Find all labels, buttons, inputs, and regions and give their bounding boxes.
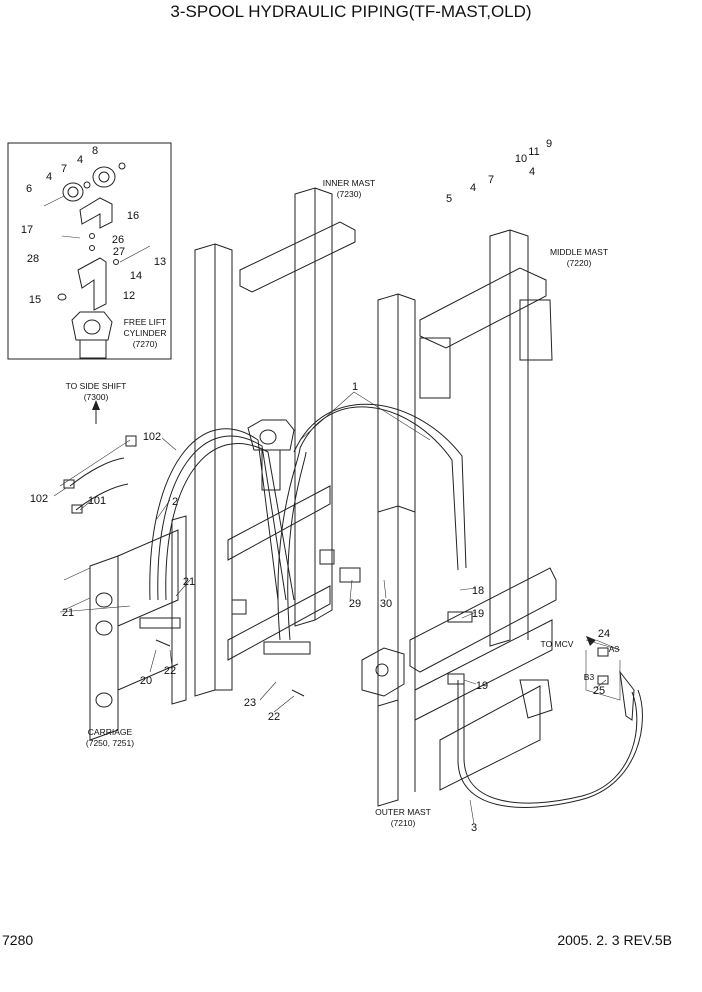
callout-101: 101	[88, 495, 106, 507]
callout-10: 10	[515, 153, 527, 165]
callout-19b: 19	[476, 680, 488, 692]
inset-roller-right	[83, 162, 126, 189]
callout-16: 16	[127, 210, 139, 222]
callout-22b: 22	[268, 711, 280, 723]
middle-mast-code: (7220)	[567, 258, 592, 268]
callout-102b: 102	[30, 493, 48, 505]
middle-mast-label: MIDDLE MAST	[550, 247, 608, 257]
callout-30: 30	[380, 598, 392, 610]
port-a3-label: A3	[609, 644, 620, 654]
hose-assembly-2	[149, 428, 295, 601]
page-number: 7280	[2, 932, 34, 948]
side-shift-hoses	[59, 435, 137, 514]
to-mcv-label: TO MCV	[541, 639, 574, 649]
arrow-head-icon	[92, 400, 100, 410]
callout-15: 15	[29, 294, 41, 306]
outer-mast	[361, 505, 553, 807]
callout-2: 2	[172, 496, 178, 508]
callout-20: 20	[140, 675, 152, 687]
callout-1: 1	[352, 381, 358, 393]
callout-21b: 21	[183, 576, 195, 588]
inner-mast-cylinder	[247, 419, 295, 491]
callout-7b: 7	[488, 174, 494, 186]
mcv-arrow-icon	[586, 636, 596, 646]
carriage	[63, 515, 187, 741]
page-title: 3-SPOOL HYDRAULIC PIPING(TF-MAST,OLD)	[170, 2, 532, 21]
callout-102a: 102	[143, 431, 161, 443]
callout-5: 5	[446, 193, 452, 205]
callout-9: 9	[546, 138, 552, 150]
side-shift-code: (7300)	[84, 392, 109, 402]
inset-cylinder	[71, 311, 113, 359]
callout-18: 18	[472, 585, 484, 597]
free-lift-code: (7270)	[133, 339, 158, 349]
callout-21a: 21	[62, 607, 74, 619]
callout-24: 24	[598, 628, 610, 640]
date-revision: 2005. 2. 3 REV.5B	[557, 932, 672, 948]
inner-mast-label: INNER MAST	[323, 178, 375, 188]
leader-lines	[53, 391, 621, 825]
callout-4d: 4	[529, 166, 535, 178]
fittings-cluster	[139, 567, 473, 697]
callout-23: 23	[244, 697, 256, 709]
callout-28: 28	[27, 253, 39, 265]
callout-6: 6	[26, 183, 32, 195]
inset-roller-left	[43, 182, 84, 207]
callout-3: 3	[471, 822, 477, 834]
inner-mast-code: (7230)	[337, 189, 362, 199]
callout-12: 12	[123, 290, 135, 302]
port-b3-label: B3	[584, 672, 595, 682]
side-shift-label: TO SIDE SHIFT	[66, 381, 127, 391]
outer-mast-label: OUTER MAST	[375, 807, 431, 817]
callout-7a: 7	[61, 163, 67, 175]
carriage-label: CARRIAGE	[88, 727, 133, 737]
inset-bracket	[57, 197, 151, 311]
callout-22a: 22	[164, 665, 176, 677]
callout-13: 13	[154, 256, 166, 268]
middle-mast	[377, 229, 557, 707]
free-lift-label-1: FREE LIFT	[124, 317, 167, 327]
callout-11: 11	[528, 146, 539, 158]
outer-mast-code: (7210)	[391, 818, 416, 828]
callout-4c: 4	[470, 182, 476, 194]
part-number-callouts: 1 2 3 4 4 4 4 5 6 7 7 8 9 10 11 12 13 14…	[21, 138, 610, 834]
callout-27: 27	[113, 246, 125, 258]
hose-assembly-1	[277, 403, 467, 641]
callout-25: 25	[593, 685, 605, 697]
free-lift-label-2: CYLINDER	[124, 328, 167, 338]
callout-29: 29	[349, 598, 361, 610]
inner-mast	[194, 187, 356, 697]
callout-4a: 4	[46, 171, 52, 183]
carriage-code: (7250, 7251)	[86, 738, 134, 748]
callout-4b: 4	[77, 154, 83, 166]
callout-19a: 19	[472, 608, 484, 620]
callout-26: 26	[112, 234, 124, 246]
hose-assembly-3	[457, 670, 643, 808]
callout-17: 17	[21, 224, 33, 236]
inset-frame	[7, 142, 172, 360]
callout-14: 14	[130, 270, 142, 282]
callout-8: 8	[92, 145, 98, 157]
